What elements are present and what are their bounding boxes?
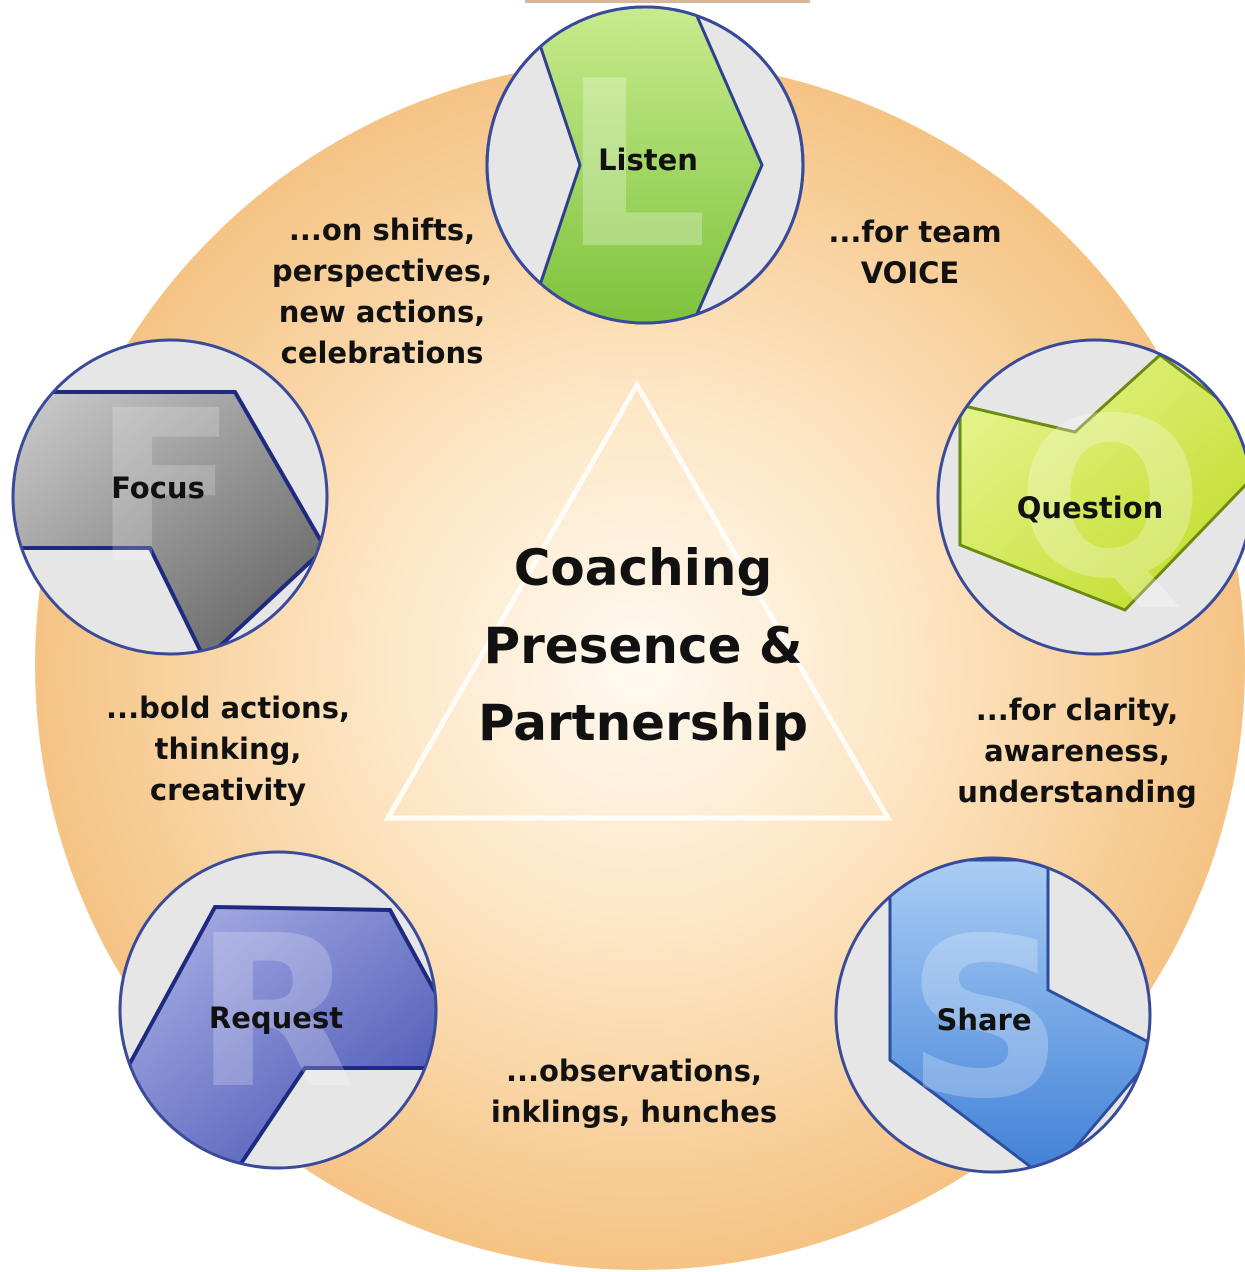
phrase-line: ...bold actions,: [106, 691, 350, 725]
focus-watermark-letter: F: [93, 365, 236, 610]
phrase-line: ...for clarity,: [976, 693, 1178, 727]
node-listen: L Listen: [485, 5, 805, 325]
center-title-line-2: Presence &: [483, 617, 802, 675]
listen-chevron-shape: [522, 7, 764, 323]
phrase-line: VOICE: [861, 256, 959, 290]
center-triangle: [383, 380, 893, 821]
phrase-line: creativity: [150, 773, 306, 807]
phrase-line: inklings, hunches: [491, 1095, 777, 1129]
node-share: S Share: [834, 856, 1152, 1174]
question-watermark-letter: Q: [1016, 371, 1203, 627]
phrase-line: thinking,: [155, 732, 302, 766]
focus-label: Focus: [111, 471, 205, 505]
listen-label: Listen: [598, 143, 698, 177]
phrase-line: perspectives,: [272, 254, 492, 288]
phrase-line: awareness,: [984, 734, 1170, 768]
phrase-question-share: ...for clarity, awareness, understanding: [957, 693, 1196, 809]
center-title: Coaching Presence & Partnership: [478, 539, 808, 752]
phrase-request-focus: ...bold actions, thinking, creativity: [106, 691, 350, 807]
request-chevron-shape: [120, 904, 436, 1168]
phrase-listen-question: ...for team VOICE: [828, 215, 1001, 290]
node-request: R Request: [118, 850, 438, 1170]
node-question: Q Question: [936, 338, 1245, 656]
share-watermark-letter: S: [906, 891, 1064, 1147]
focus-chevron-shape: [13, 390, 327, 654]
phrase-focus-listen: ...on shifts, perspectives, new actions,…: [272, 213, 492, 370]
phrase-share-request: ...observations, inklings, hunches: [491, 1054, 777, 1129]
phrase-line: understanding: [957, 775, 1196, 809]
question-chevron-shape: [958, 353, 1245, 612]
request-label: Request: [209, 1001, 343, 1035]
listen-watermark-letter: L: [562, 33, 709, 300]
center-title-line-3: Partnership: [478, 694, 808, 752]
share-label: Share: [936, 1003, 1031, 1037]
request-watermark-letter: R: [194, 890, 356, 1135]
center-title-line-1: Coaching: [514, 539, 773, 597]
node-focus: F Focus: [11, 338, 329, 656]
phrase-line: ...observations,: [506, 1054, 762, 1088]
phrase-line: ...for team: [828, 215, 1001, 249]
phrase-line: celebrations: [281, 336, 484, 370]
top-bar: [525, 0, 810, 3]
phrase-line: new actions,: [279, 295, 486, 329]
phrase-line: ...on shifts,: [289, 213, 475, 247]
question-label: Question: [1017, 491, 1164, 525]
